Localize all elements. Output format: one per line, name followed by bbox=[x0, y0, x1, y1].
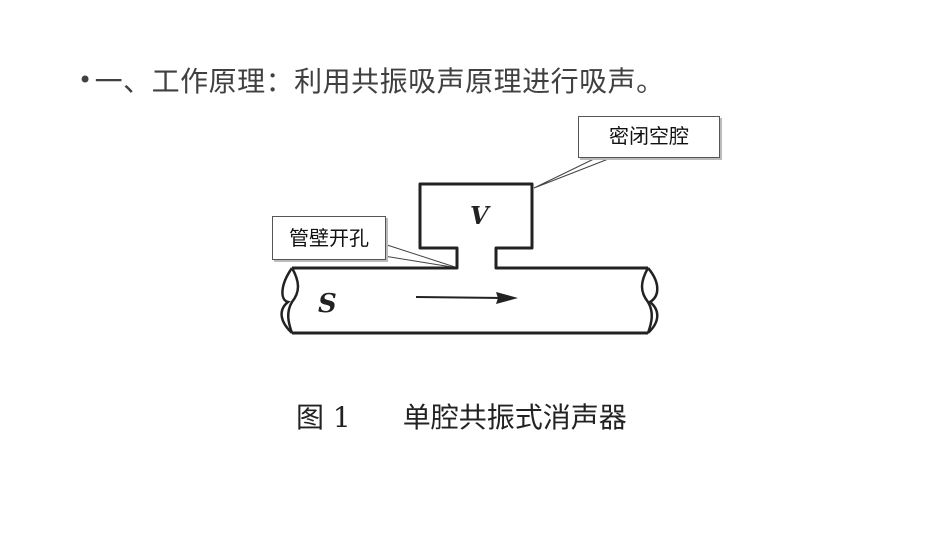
callout-wall-hole: 管壁开孔 bbox=[272, 216, 386, 260]
figure-title: 单腔共振式消声器 bbox=[402, 401, 627, 434]
callout-sealed-cavity: 密闭空腔 bbox=[578, 116, 720, 158]
bullet-icon: • bbox=[78, 66, 93, 94]
figure-caption: 图 1 单腔共振式消声器 bbox=[296, 396, 627, 436]
page-heading: •一、工作原理：利用共振吸声原理进行吸声。 bbox=[78, 60, 665, 100]
label-volume: V bbox=[470, 201, 491, 230]
callout-pointer-cavity bbox=[533, 155, 617, 189]
label-area: S bbox=[318, 289, 337, 319]
pipe bbox=[292, 182, 648, 335]
figure-number: 图 1 bbox=[296, 401, 351, 434]
right-arrow-icon bbox=[415, 292, 518, 304]
pipe-end-left bbox=[280, 267, 300, 334]
pipe-end-right bbox=[640, 267, 659, 334]
heading-text: 一、工作原理：利用共振吸声原理进行吸声。 bbox=[94, 65, 665, 98]
